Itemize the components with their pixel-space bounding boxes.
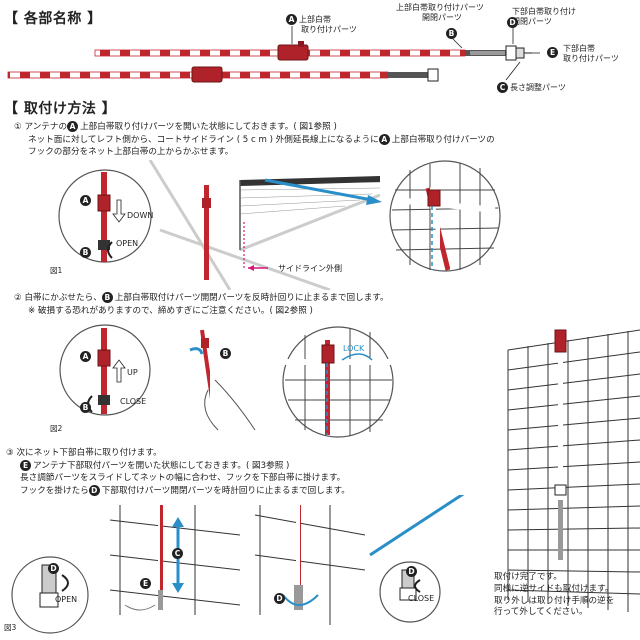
part-e-label: 下部白帯 取り付けパーツ: [563, 44, 619, 63]
badge-c: C: [497, 82, 508, 93]
fig3-badge-e: E: [140, 578, 151, 589]
fig1-down-label: DOWN: [127, 211, 154, 220]
part-d-label: 下部白帯取り付け 開閉パーツ: [512, 7, 576, 26]
part-b-label: 上部白帯取り付けパーツ 開閉パーツ: [396, 3, 484, 22]
fig3-badge-d-right: D: [406, 566, 417, 577]
fig3-badge-c: C: [172, 548, 183, 559]
fig1-badge-b: B: [80, 247, 91, 258]
fig1-badge-a: A: [80, 195, 91, 206]
fig3-caption: 図3: [4, 623, 17, 632]
fig3-close-label: CLOSE: [408, 594, 435, 603]
fig2-lock-label: LOCK: [343, 344, 365, 353]
figure-1-illustration: [58, 160, 501, 290]
section-title-parts: 【 各部名称 】: [4, 11, 102, 27]
badge-d: D: [507, 17, 518, 28]
fig2-badge-b-hand: B: [220, 348, 231, 359]
fig1-caption: 図1: [50, 266, 63, 275]
figure-3-illustration: [11, 495, 465, 634]
completion-text: 取付け完了です。 同様に逆サイドも取付けます。 取り外しは取り付け手順の逆を 行…: [494, 572, 615, 618]
fig2-badge-b: B: [80, 402, 91, 413]
fig2-caption: 図2: [50, 424, 63, 433]
figure-2-illustration: [59, 324, 394, 441]
fig2-up-label: UP: [127, 368, 138, 377]
antenna-parts-diagram: [7, 26, 540, 83]
section-title-install: 【 取付け方法 】: [4, 101, 117, 117]
fig1-open-label: OPEN: [116, 239, 139, 248]
sideline-label: サイドライン外側: [278, 264, 342, 273]
fig2-badge-a: A: [80, 351, 91, 362]
badge-a: A: [286, 14, 297, 25]
fig3-badge-d-mid: D: [274, 593, 285, 604]
fig2-close-label: CLOSE: [120, 397, 147, 406]
fig3-badge-d-left: D: [48, 563, 59, 574]
badge-b: B: [446, 28, 457, 39]
fig3-open-label: OPEN: [55, 595, 78, 604]
net-complete-illustration: [507, 300, 640, 612]
badge-e: E: [547, 47, 558, 58]
